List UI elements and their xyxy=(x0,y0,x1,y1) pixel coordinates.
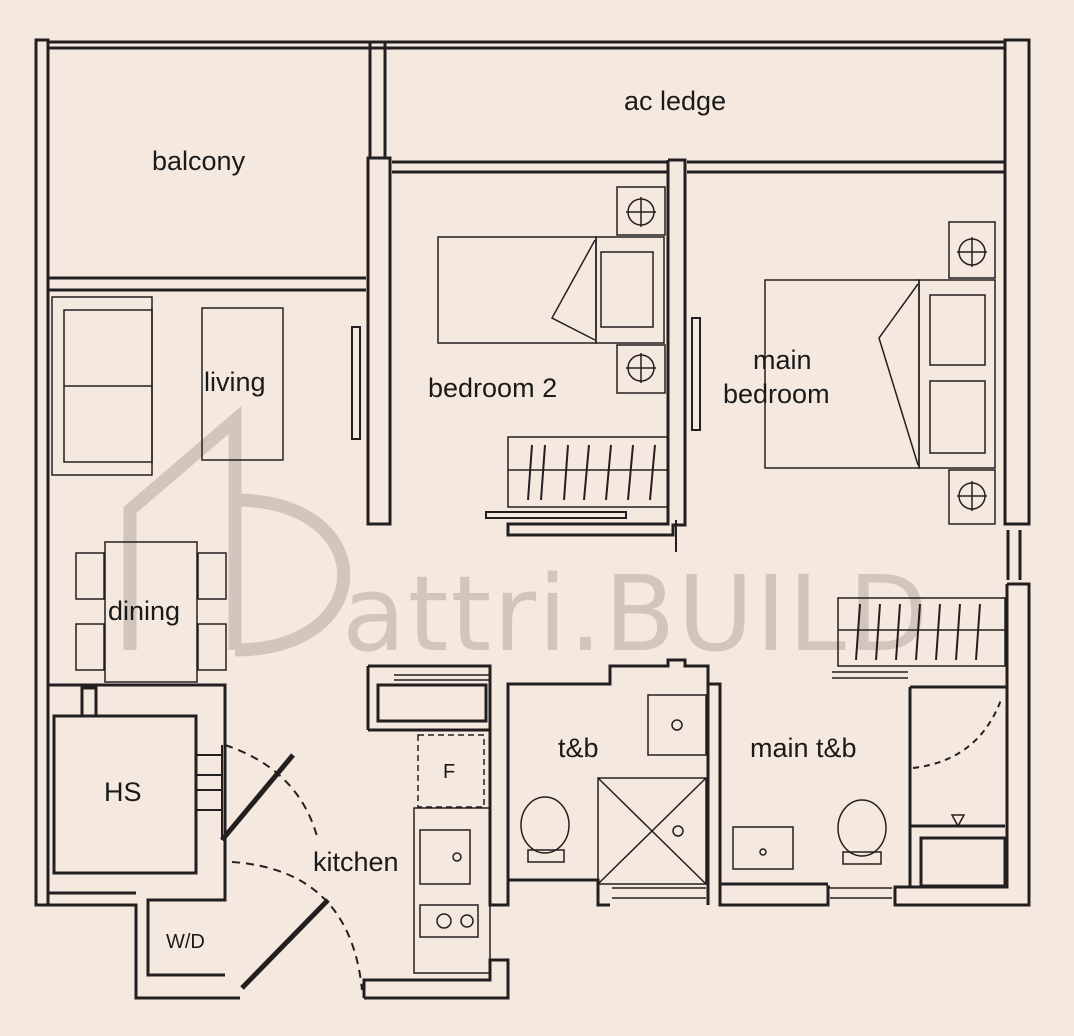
stove xyxy=(419,904,479,938)
label-tb: t&b xyxy=(558,733,599,763)
label-kitchen: kitchen xyxy=(313,847,399,877)
shower xyxy=(597,777,707,885)
label-bedroom-2: bedroom 2 xyxy=(428,373,557,403)
label-hs: HS xyxy=(104,777,142,807)
doors xyxy=(195,317,1003,991)
lamp-icon xyxy=(626,197,656,227)
wardrobe-bedroom-2 xyxy=(507,436,669,508)
label-main-tb: main t&b xyxy=(750,733,857,763)
wardrobe-main-bedroom xyxy=(837,597,1006,667)
lamp-icon xyxy=(626,353,656,383)
lamp-icon xyxy=(957,481,987,511)
fridge xyxy=(417,734,485,808)
furniture xyxy=(51,186,1006,974)
kitchen-sink xyxy=(419,829,471,885)
label-balcony: balcony xyxy=(152,146,246,176)
label-living: living xyxy=(204,367,266,397)
lamp-icons xyxy=(626,197,987,511)
coffee-table xyxy=(201,307,284,461)
label-main-bedroom-2: bedroom xyxy=(723,379,830,409)
watermark: attri.BUILD xyxy=(123,405,930,675)
watermark-text: attri.BUILD xyxy=(342,553,930,675)
label-dining: dining xyxy=(108,596,180,626)
lamp-icon xyxy=(957,237,987,267)
toilet-main-tb xyxy=(837,799,887,857)
bedroom2-door xyxy=(691,317,701,431)
label-ac-ledge: ac ledge xyxy=(624,86,726,116)
label-wd: W/D xyxy=(166,931,205,953)
basin-tb xyxy=(647,694,707,756)
kitchen-counter xyxy=(413,807,491,974)
label-main-bedroom-1: main xyxy=(753,345,812,375)
toilet-tb xyxy=(520,796,570,854)
room-labels: balcony ac ledge living bedroom 2 main b… xyxy=(104,86,857,953)
living-door xyxy=(351,326,361,440)
basin-main-tb xyxy=(732,826,794,870)
hangers xyxy=(527,444,981,661)
watermark-logo-icon xyxy=(123,405,351,657)
walls xyxy=(34,38,1031,1000)
bed-bedroom-2 xyxy=(437,236,597,344)
label-fridge: F xyxy=(443,761,455,783)
bedroom2-slide-door xyxy=(485,511,627,519)
dining-table xyxy=(104,541,198,683)
